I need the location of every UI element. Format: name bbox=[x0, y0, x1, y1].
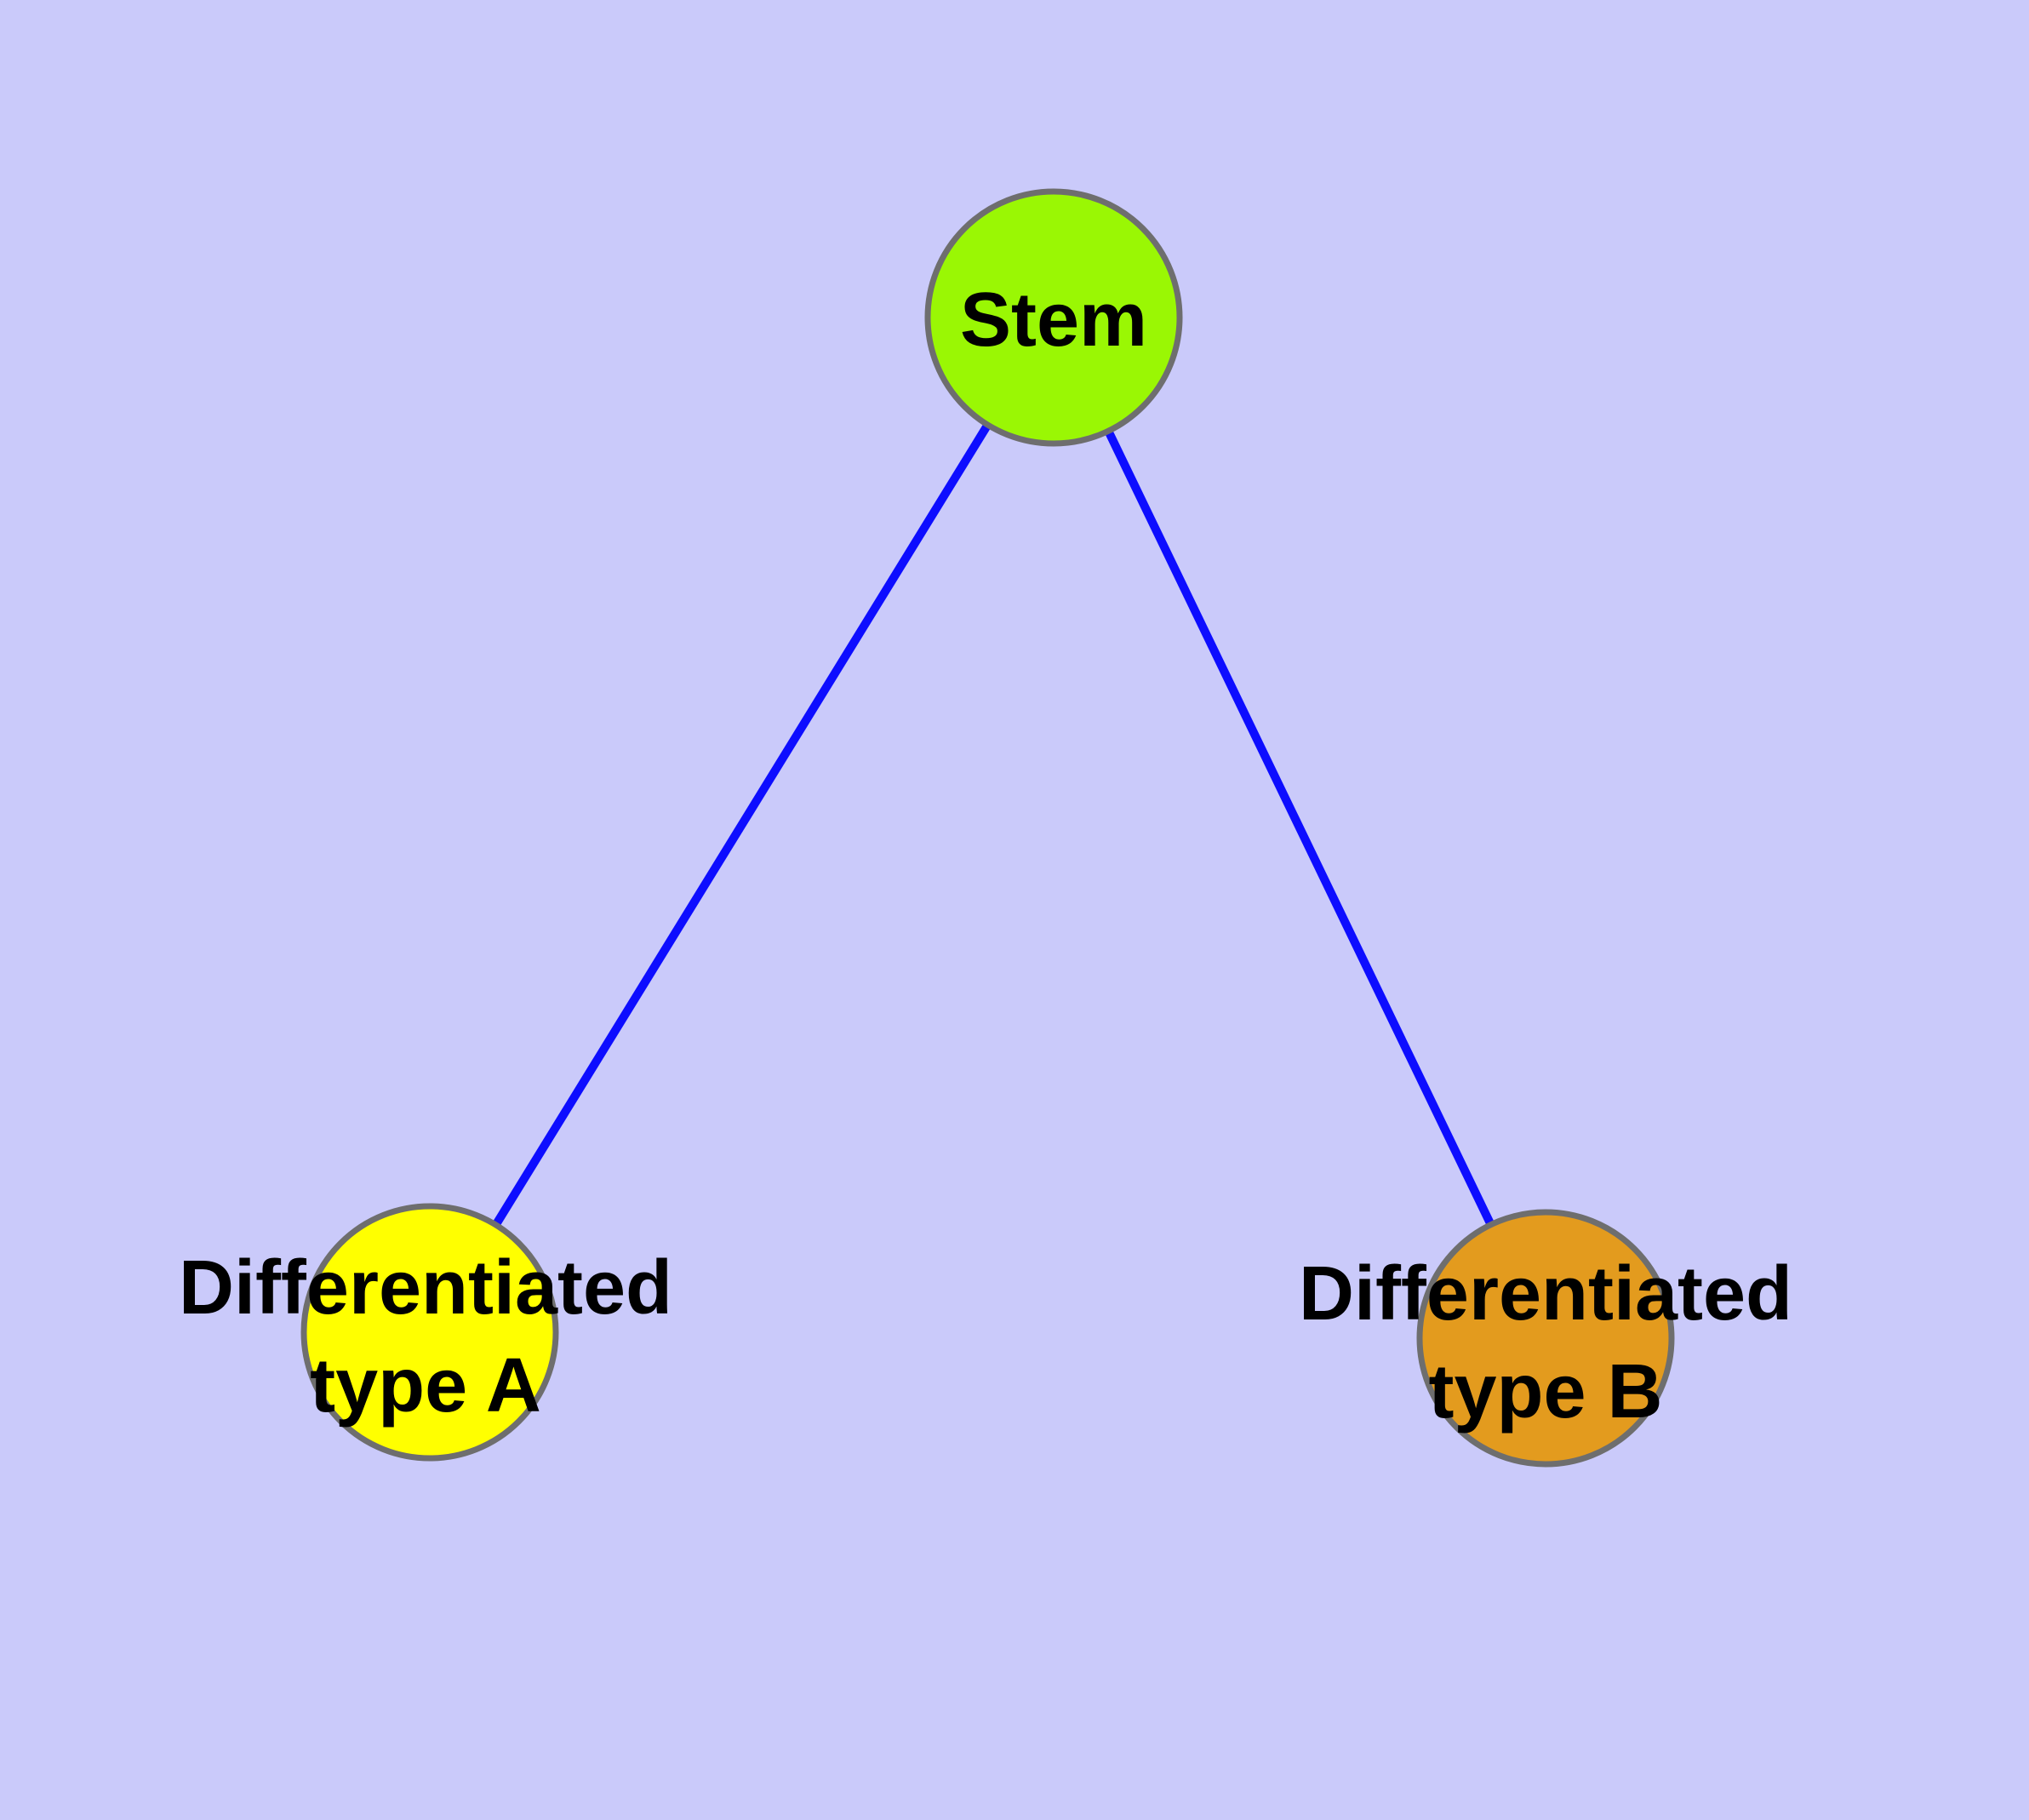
node-type-a-circle bbox=[300, 1203, 559, 1462]
node-type-b-label-line2: type B bbox=[1428, 1349, 1662, 1434]
edge-stem-to-type-a bbox=[426, 315, 1058, 1335]
node-type-b-label-line1: Differentiated bbox=[1299, 1251, 1792, 1336]
node-stem-label: Stem bbox=[960, 278, 1147, 363]
node-type-a-label-line1: Differentiated bbox=[179, 1245, 672, 1331]
node-type-b-circle bbox=[1416, 1209, 1675, 1468]
node-stem-circle bbox=[924, 188, 1183, 447]
edge-stem-to-type-b bbox=[1049, 315, 1550, 1341]
node-type-a-label-line2: type A bbox=[310, 1343, 541, 1428]
